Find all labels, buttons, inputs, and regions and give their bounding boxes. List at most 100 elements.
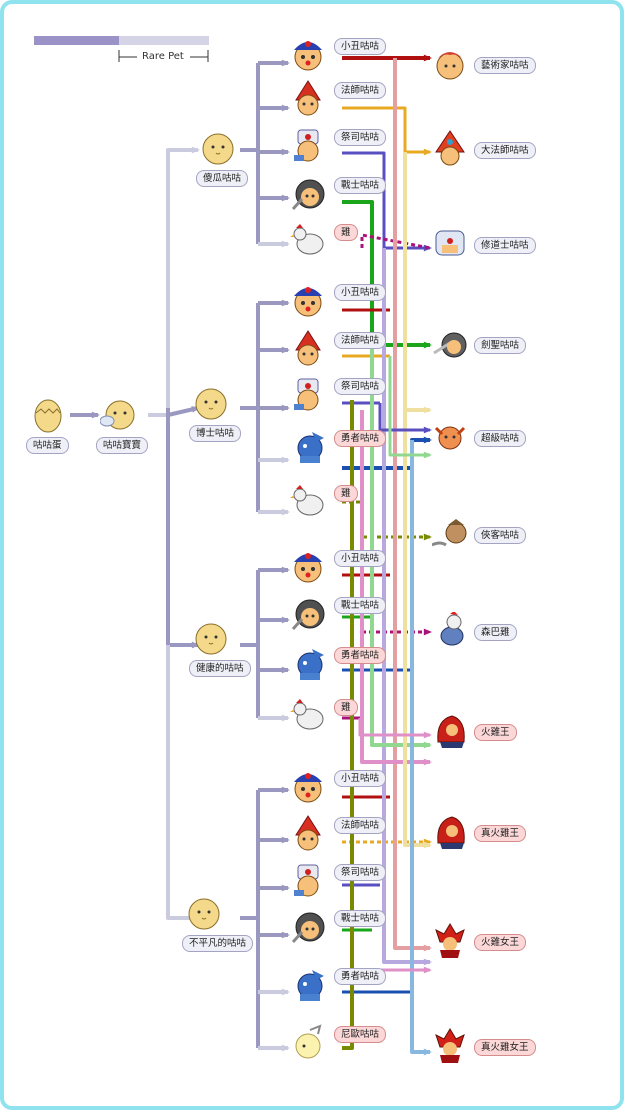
arrow-head (423, 841, 432, 849)
pet-label: 火雞女王 (474, 934, 527, 951)
pet-label: 祭司咕咕 (334, 864, 387, 881)
arrow-head (91, 411, 100, 419)
arrow-head (281, 836, 290, 844)
pet-label: 戰士咕咕 (334, 910, 387, 927)
arrow-head (281, 508, 290, 516)
pet-label: 法師咕咕 (334, 817, 387, 834)
pet-label: 藝術家咕咕 (474, 57, 536, 74)
connector-baby-f3 (166, 408, 198, 647)
clown-icon (294, 41, 322, 71)
brave-icon (297, 649, 324, 680)
fire-king-icon (437, 715, 465, 748)
pet-label: 法師咕咕 (334, 332, 387, 349)
arrow-head (281, 346, 290, 354)
clown-icon (294, 773, 322, 803)
bundle-lavender (382, 248, 430, 964)
pet-label: 咕咕寶寶 (96, 437, 149, 454)
arrow-head (423, 628, 432, 636)
arrow-head (281, 1044, 290, 1052)
arrow-head (281, 456, 290, 464)
pet-label: 尼歐咕咕 (334, 1026, 387, 1043)
clown-icon (294, 287, 322, 317)
fire-king-icon (437, 816, 465, 849)
brave-icon (297, 970, 324, 1001)
arrow-head (423, 1048, 432, 1056)
arrow-head (281, 988, 290, 996)
connector-mage-super (388, 356, 430, 457)
rooster-icon (290, 224, 324, 255)
artist-icon (436, 52, 464, 80)
pet-label: 小丑咕咕 (334, 770, 387, 787)
monk-icon (435, 230, 465, 256)
arrow-head (423, 341, 432, 349)
pet-label: 戰士咕咕 (334, 177, 387, 194)
pet-label: 大法師咕咕 (474, 142, 536, 159)
legend-bracket (118, 50, 209, 62)
arrow-head (423, 451, 432, 459)
super-icon (434, 426, 466, 450)
pet-label: 小丑咕咕 (334, 284, 387, 301)
connector-chicken-monk (360, 233, 431, 250)
legend-label: Rare Pet (142, 51, 184, 62)
connector-baby-f1 (148, 148, 198, 417)
arrow-head (281, 59, 290, 67)
arrow-head (423, 406, 432, 414)
arrow-head (281, 404, 290, 412)
pet-label: 火雞王 (474, 724, 517, 741)
arrow-head (281, 666, 290, 674)
mage-icon (295, 80, 321, 116)
pet-label: 祭司咕咕 (334, 129, 387, 146)
legend-fill (34, 36, 119, 45)
arrow-head (423, 54, 432, 62)
pet-label: 勇者咕咕 (334, 968, 387, 985)
pet-label: 不平凡的咕咕 (182, 935, 254, 952)
pet-label: 咕咕蛋 (26, 437, 69, 454)
arrow-head (191, 641, 200, 649)
bundle-yellow-super (403, 152, 430, 412)
pet-label: 小丑咕咕 (334, 550, 387, 567)
pet-label: 傻瓜咕咕 (196, 170, 249, 187)
legend-bar (34, 36, 209, 45)
chick-icon (202, 133, 234, 165)
mage-icon (295, 330, 321, 366)
arrow-head (191, 146, 200, 154)
nio-icon (295, 1024, 322, 1059)
arrow-head (423, 944, 432, 952)
arrow-head (423, 436, 432, 444)
pet-label: 雞 (334, 699, 358, 716)
arrow-head (423, 731, 432, 739)
baby-chick-icon (100, 400, 135, 430)
pet-label: 法師咕咕 (334, 82, 387, 99)
pet-label: 健康的咕咕 (189, 660, 251, 677)
bundle-pink (360, 410, 430, 764)
swordmaster-icon (433, 332, 467, 358)
fire-queen-icon (435, 1028, 465, 1063)
arrow-head (423, 966, 432, 974)
pet-label: 森巴雞 (474, 624, 517, 641)
pet-label: 戰士咕咕 (334, 597, 387, 614)
arrow-head (281, 786, 290, 794)
arrow-head (281, 240, 290, 248)
pet-label: 超級咕咕 (474, 430, 527, 447)
chick-icon (195, 388, 227, 420)
pet-label: 勇者咕咕 (334, 430, 387, 447)
priest-icon (294, 129, 319, 162)
pet-label: 小丑咕咕 (334, 38, 387, 55)
arrow-head (281, 714, 290, 722)
chick-icon (188, 898, 220, 930)
arrow-head (281, 299, 290, 307)
connector-chicken-fireking (358, 718, 430, 737)
clown-icon (294, 553, 322, 583)
pet-label: 雞 (334, 485, 358, 502)
arrow-head (281, 884, 290, 892)
connector-mage-archmage (342, 106, 430, 154)
pet-label: 真火雞女王 (474, 1039, 536, 1056)
pet-label: 劍聖咕咕 (474, 337, 527, 354)
arrow-head (281, 566, 290, 574)
pet-label: 俠客咕咕 (474, 527, 527, 544)
arrow-head (281, 148, 290, 156)
chick-icon (195, 623, 227, 655)
arrow-head (281, 616, 290, 624)
bundle-yellow-truefire (403, 410, 430, 847)
